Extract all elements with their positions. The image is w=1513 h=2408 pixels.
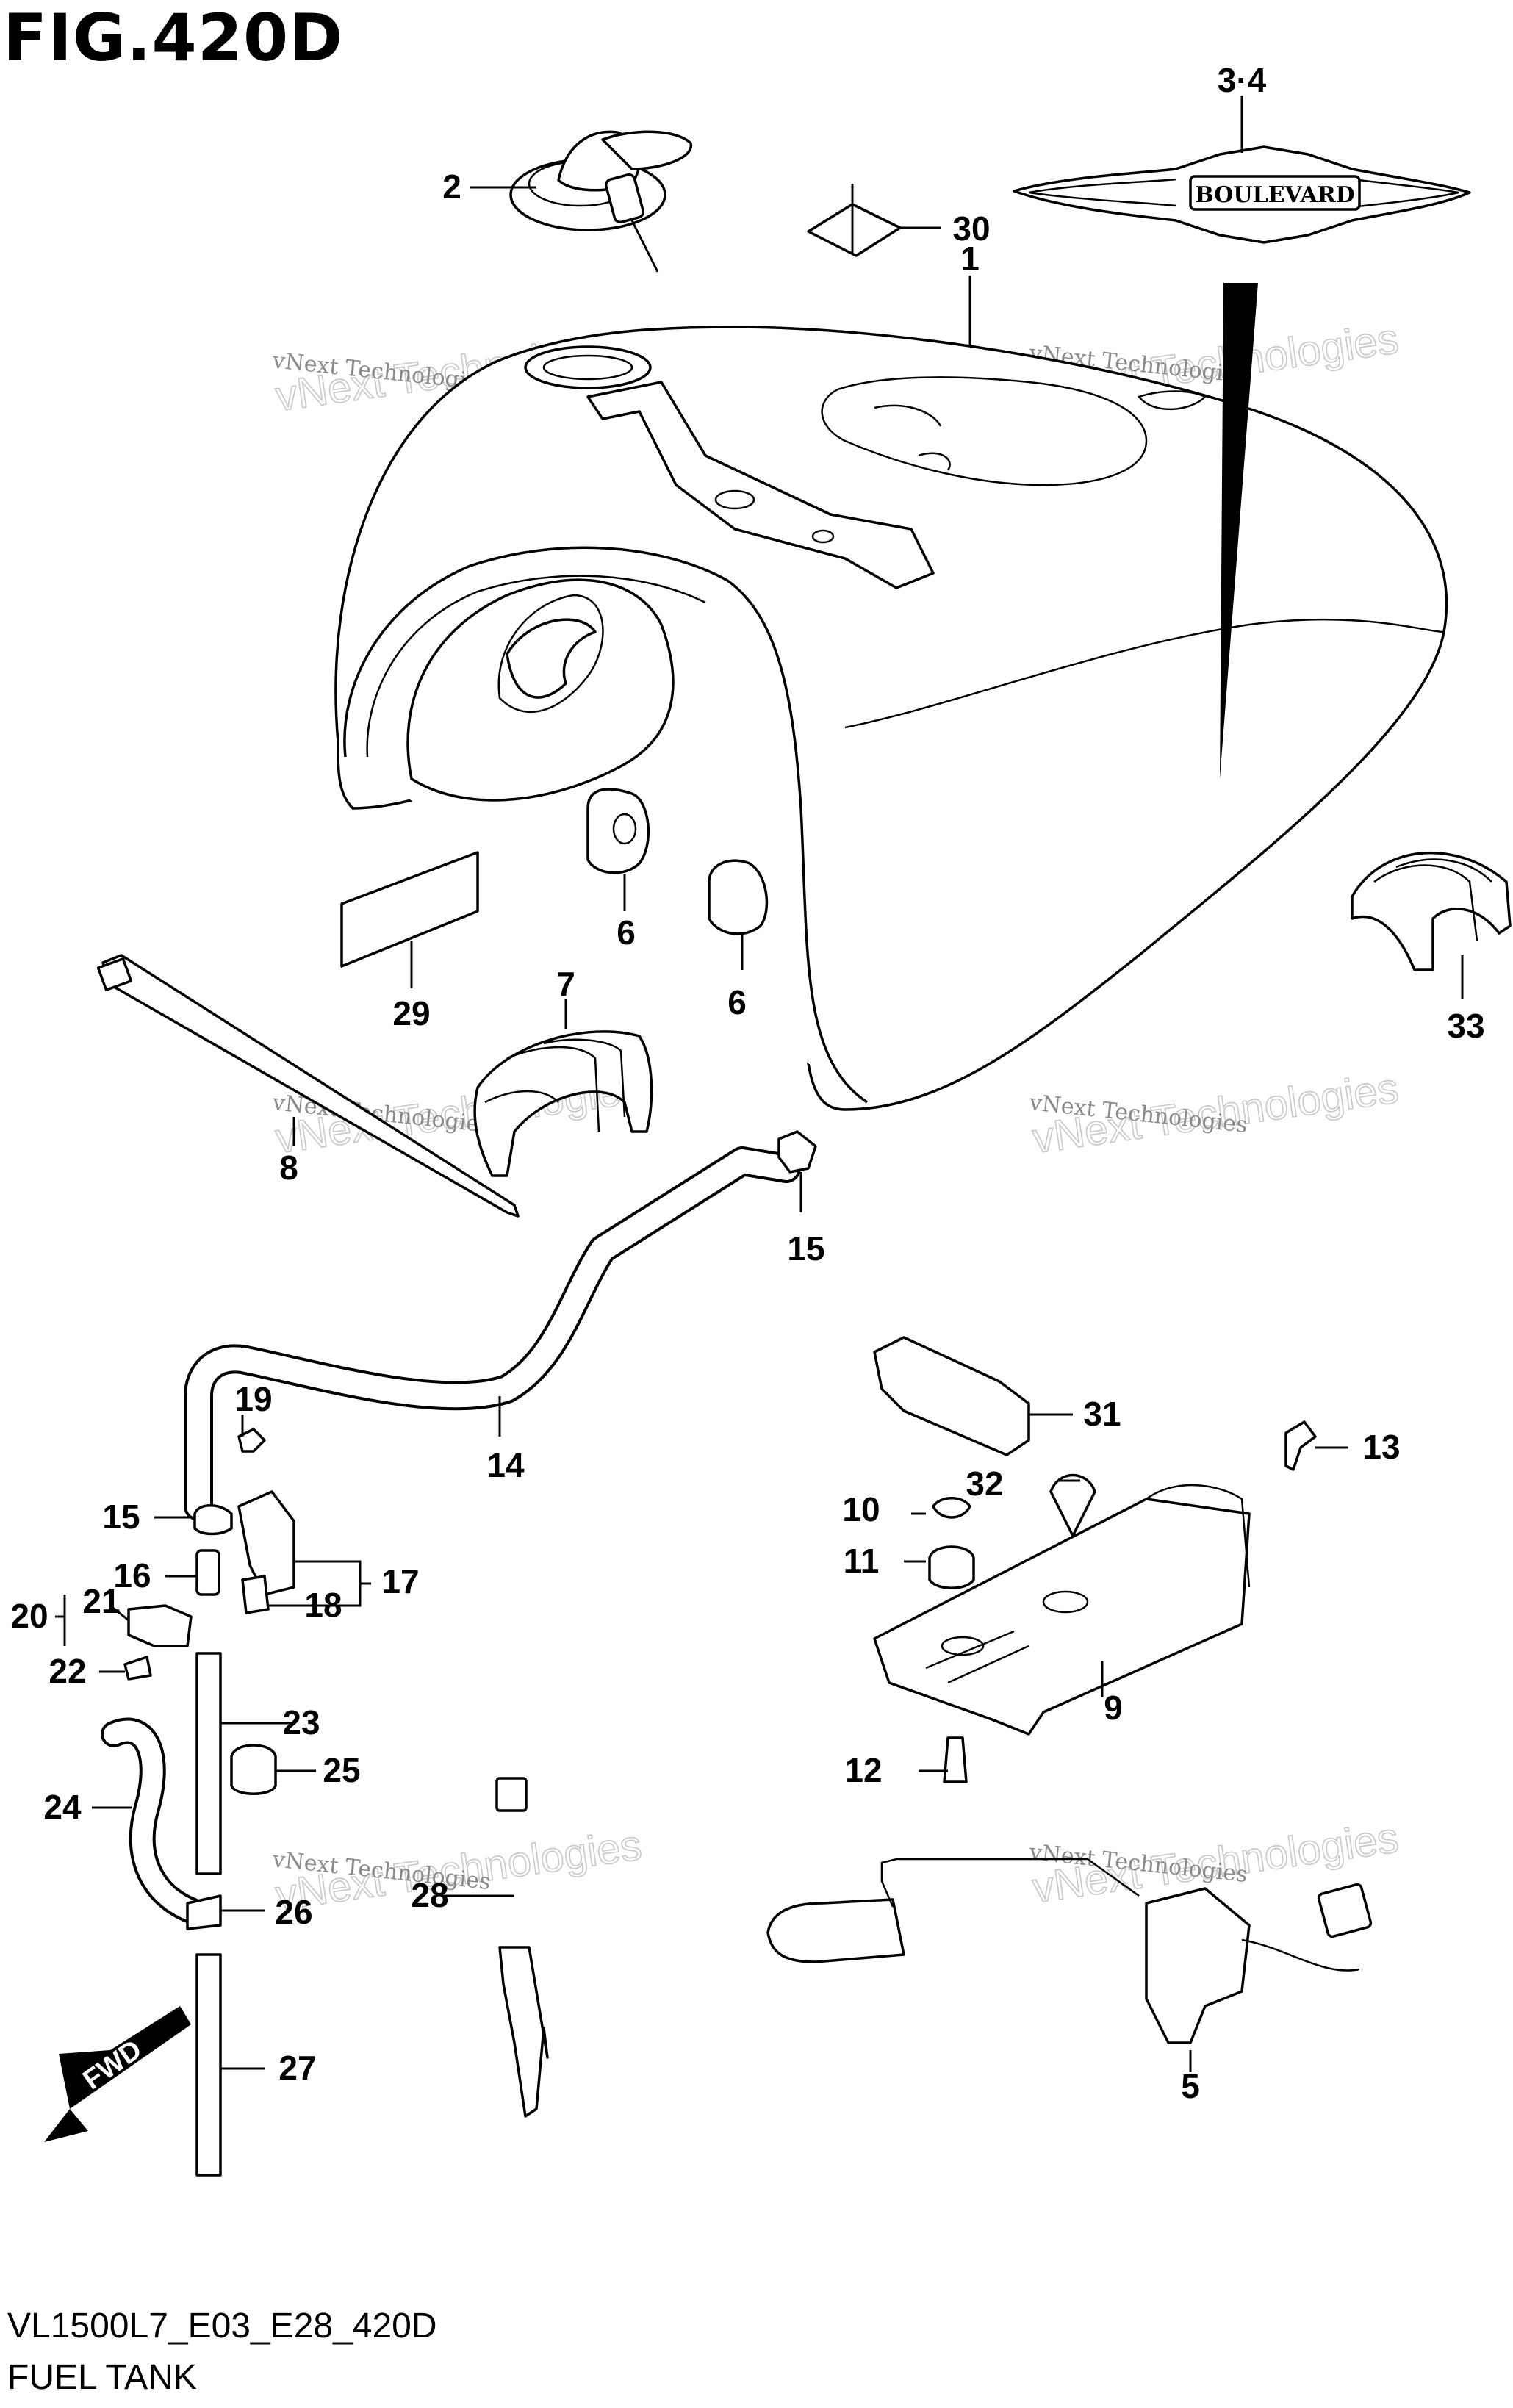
callout-labels: 1 2 3·4 5 6 6 7 8 9 10 11 12 13 14 15 15… xyxy=(10,61,1484,2105)
callout-29: 29 xyxy=(392,994,430,1032)
tank-stripe-decal xyxy=(1220,283,1258,779)
callout-8: 8 xyxy=(279,1149,298,1187)
callout-19: 19 xyxy=(234,1380,272,1418)
callout-30: 30 xyxy=(952,209,990,248)
hose-27 xyxy=(195,1953,222,2177)
label-sticker-30 xyxy=(807,203,902,257)
callout-10: 10 xyxy=(842,1490,880,1528)
callout-16: 16 xyxy=(113,1556,151,1595)
cable-tie-28 xyxy=(495,1777,549,2118)
boulevard-badge: BOULEVARD xyxy=(1013,145,1471,244)
callout-6-right: 6 xyxy=(727,983,747,1021)
callout-15-left: 15 xyxy=(102,1498,140,1536)
clamp-21 xyxy=(127,1604,193,1647)
hose-clamp-15-top xyxy=(777,1130,817,1174)
fuel-cap xyxy=(509,130,692,273)
breather-hose-14 xyxy=(184,1146,801,1521)
valve-16 xyxy=(195,1549,220,1596)
badge-text: BOULEVARD xyxy=(1195,182,1354,208)
cushion-6-left xyxy=(586,788,650,874)
callout-20: 20 xyxy=(10,1597,48,1635)
cable-tie-8 xyxy=(96,954,520,1218)
diagram-name: FUEL TANK xyxy=(7,2358,197,2397)
joint-26 xyxy=(186,1894,222,1930)
callout-7: 7 xyxy=(556,965,575,1003)
callout-33: 33 xyxy=(1447,1007,1484,1045)
callout-6-left: 6 xyxy=(617,913,636,952)
bracket-assembly-9 xyxy=(873,1336,1317,1783)
callout-5: 5 xyxy=(1181,2067,1200,2105)
vent-valve-assembly xyxy=(101,1428,295,2177)
tank-cushion-33 xyxy=(1351,852,1512,971)
callout-17: 17 xyxy=(381,1562,419,1600)
callout-28: 28 xyxy=(411,1876,448,1914)
label-sticker-29 xyxy=(340,851,479,968)
callout-14: 14 xyxy=(486,1446,525,1484)
callout-21: 21 xyxy=(82,1582,120,1620)
leader-lines xyxy=(55,96,1464,2072)
bolt-13 xyxy=(1284,1420,1317,1471)
callout-11: 11 xyxy=(844,1542,880,1580)
bracket-17 xyxy=(237,1490,295,1596)
callout-27: 27 xyxy=(278,2049,316,2087)
callout-24: 24 xyxy=(43,1788,82,1826)
cushion-11 xyxy=(928,1545,975,1589)
fuel-tank xyxy=(334,326,1448,1111)
screw-19 xyxy=(237,1428,266,1453)
callout-3-4: 3·4 xyxy=(1218,61,1267,99)
callout-2: 2 xyxy=(442,168,461,206)
clamp-15-lower xyxy=(193,1504,233,1536)
callout-26: 26 xyxy=(275,1893,312,1931)
washer-10 xyxy=(932,1497,971,1519)
callout-31: 31 xyxy=(1083,1395,1121,1433)
fuel-level-gauge-5 xyxy=(766,1858,1373,2044)
bolt-12 xyxy=(943,1736,968,1783)
callout-23: 23 xyxy=(282,1703,320,1742)
cushion-25 xyxy=(230,1744,277,1795)
cushion-6-right xyxy=(708,859,769,935)
bump-rubber-32 xyxy=(1049,1473,1096,1537)
tank-cushion-7 xyxy=(473,1030,653,1177)
cushion-31 xyxy=(873,1336,1030,1456)
callout-15-top: 15 xyxy=(787,1229,824,1268)
callout-12: 12 xyxy=(844,1751,882,1789)
forward-arrow: FWD xyxy=(44,2006,191,2142)
figure-title: FIG.420D xyxy=(3,0,344,76)
bolt-22 xyxy=(123,1656,152,1681)
callout-13: 13 xyxy=(1362,1428,1400,1466)
bracket-18 xyxy=(241,1575,270,1614)
callout-18: 18 xyxy=(304,1586,342,1624)
hose-23 xyxy=(195,1652,222,1875)
callout-22: 22 xyxy=(48,1652,86,1690)
callout-25: 25 xyxy=(323,1751,360,1789)
diagram-code: VL1500L7_E03_E28_420D xyxy=(7,2307,437,2346)
callout-1: 1 xyxy=(960,240,980,278)
callout-9: 9 xyxy=(1104,1689,1123,1727)
callout-32: 32 xyxy=(966,1464,1003,1503)
